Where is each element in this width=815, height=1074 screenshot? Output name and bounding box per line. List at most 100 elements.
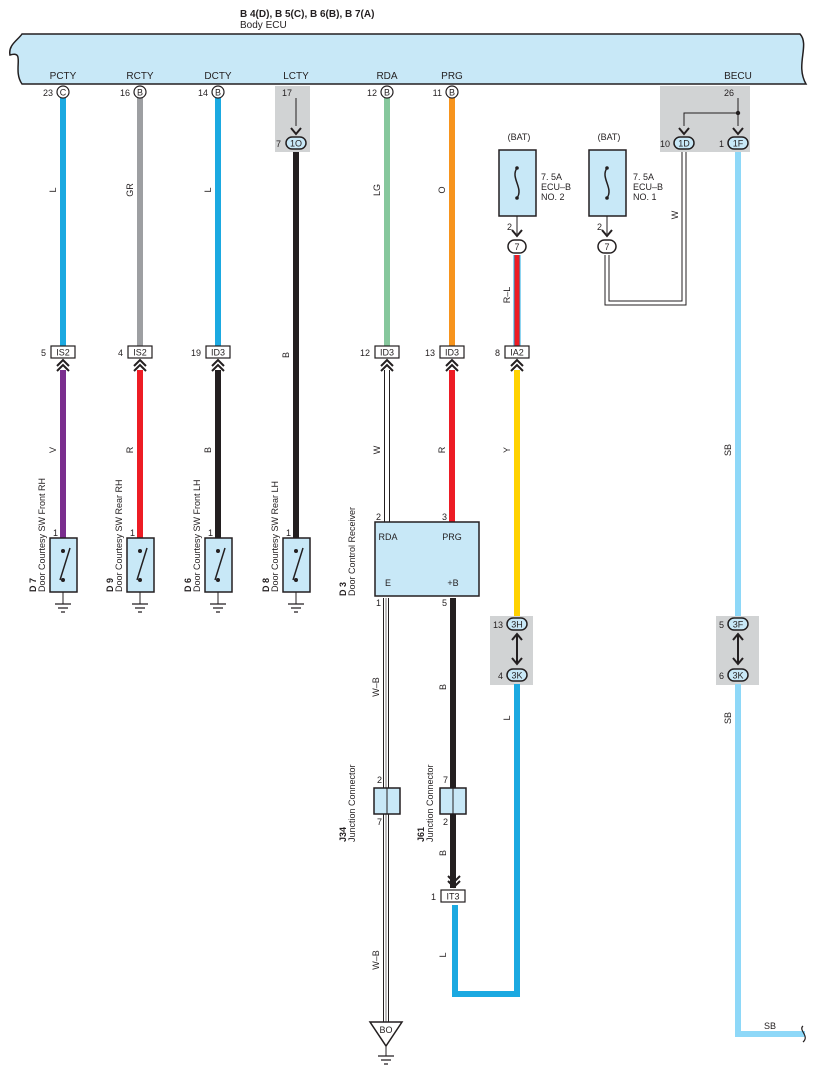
switch-d7: 1 D 7 Door Courtesy SW Front RH xyxy=(28,478,78,613)
ecu-pin-label: BECU xyxy=(724,71,752,82)
double-chevron-up-icon xyxy=(445,358,459,372)
fuse-name: NO. 2 xyxy=(541,192,565,202)
ground-icon xyxy=(55,603,71,613)
connector-name: 3F xyxy=(733,620,744,630)
ecu-connector-letter: B xyxy=(449,88,455,98)
connector-pin: 12 xyxy=(360,348,370,358)
fuse-rating: 7. 5A xyxy=(541,172,562,182)
connector-name: 7 xyxy=(514,242,519,252)
fuse-terminal xyxy=(605,196,609,200)
connector-pin: 4 xyxy=(498,671,503,681)
connector-pin: 1 xyxy=(719,139,724,149)
arrow-down-icon xyxy=(511,229,523,238)
switch-code: D 8 xyxy=(261,578,271,592)
wire-fuse2-out xyxy=(513,255,521,346)
connector-name: 3K xyxy=(511,671,522,681)
switch-code: D 6 xyxy=(183,578,193,592)
wire-code: W–B xyxy=(371,677,381,697)
receiver-terminal: RDA xyxy=(378,532,397,542)
connector-oval xyxy=(727,617,749,631)
ground-icon xyxy=(132,603,148,613)
ecu-connector-letter: B xyxy=(384,88,390,98)
ecu-pin-number: 17 xyxy=(282,88,292,98)
switch-d9: 1 D 9 Door Courtesy SW Rear RH xyxy=(105,479,155,613)
ground-bo: BO xyxy=(368,1021,404,1065)
ecu-pin-number: 12 xyxy=(367,88,377,98)
wire-code: L xyxy=(438,952,448,957)
ecu-pin-number: 16 xyxy=(120,88,130,98)
ecu-pin-label: PCTY xyxy=(50,71,77,82)
switch-name: Door Courtesy SW Rear RH xyxy=(114,479,124,592)
double-chevron-down-icon xyxy=(447,875,461,889)
wire-code: B xyxy=(281,352,291,358)
wire-code: R–L xyxy=(502,287,512,304)
wire-code: B xyxy=(438,684,448,690)
arrow-down-icon xyxy=(678,127,690,136)
wire-code: W xyxy=(670,210,680,219)
fuse-box xyxy=(498,149,537,217)
fuse-terminal xyxy=(605,166,609,170)
wire-break-icon xyxy=(801,1025,806,1043)
receiver-terminal: +B xyxy=(447,578,458,588)
ecu-pin-number: 23 xyxy=(43,88,53,98)
connector-name: ID3 xyxy=(380,348,394,358)
arrow-down-icon xyxy=(601,229,613,238)
connector-oval xyxy=(727,136,749,150)
ground-triangle-icon xyxy=(368,1021,404,1048)
connector-pin: 1 xyxy=(431,892,436,902)
connector-oval xyxy=(507,239,527,254)
fuse-icon xyxy=(604,167,610,199)
switch-name: Door Courtesy SW Front LH xyxy=(192,479,202,592)
connector-oval xyxy=(673,136,695,150)
ecu-pin-number: 14 xyxy=(198,88,208,98)
double-chevron-up-icon xyxy=(211,358,225,372)
switch-box xyxy=(282,537,311,593)
arrow-down-icon xyxy=(732,127,744,136)
ecu-pin-number: 11 xyxy=(433,88,442,98)
connector-name: 7 xyxy=(604,242,609,252)
switch-pin: 1 xyxy=(53,528,58,538)
connector-oval xyxy=(506,668,528,682)
switch-name: Door Courtesy SW Front RH xyxy=(37,478,47,592)
wire-code: L xyxy=(48,187,58,192)
connector-box xyxy=(504,345,530,359)
junction-pin: 2 xyxy=(443,817,448,827)
switch-icon xyxy=(136,547,148,581)
fuse-rating: 7. 5A xyxy=(633,172,654,182)
ecu-pin-label: LCTY xyxy=(283,71,309,82)
connector-pin: 4 xyxy=(118,348,123,358)
arrow-down-icon xyxy=(290,127,302,136)
ecu-pin-label: RCTY xyxy=(126,71,154,82)
wire-sb-end xyxy=(735,684,805,1037)
connector-box xyxy=(440,889,466,903)
ecu-pin-label: RDA xyxy=(376,71,397,82)
connector-oval xyxy=(506,617,528,631)
connector-pin: 6 xyxy=(719,671,724,681)
switch-pin: 1 xyxy=(208,528,213,538)
connector-circle xyxy=(211,85,225,99)
switch-box xyxy=(204,537,233,593)
wire-code: L xyxy=(203,187,213,192)
connector-box xyxy=(439,345,465,359)
switch-contact xyxy=(294,549,298,553)
connector-box xyxy=(374,345,400,359)
connector-pin: 7 xyxy=(276,139,281,149)
fuse-icon xyxy=(514,167,520,199)
connector-name: IA2 xyxy=(510,348,524,358)
connector-circle xyxy=(56,85,70,99)
wire-3k-l xyxy=(452,684,520,997)
connector-pin: 8 xyxy=(495,348,500,358)
connector-name: 1O xyxy=(290,139,302,149)
connector-name: ID3 xyxy=(211,348,225,358)
wire-code: L xyxy=(502,715,512,720)
connector-name: ID3 xyxy=(445,348,459,358)
receiver-box xyxy=(374,521,480,597)
wire-code: SB xyxy=(723,444,733,456)
receiver-terminal: E xyxy=(385,578,391,588)
wire-code: R xyxy=(125,446,135,453)
junction-pin: 7 xyxy=(443,775,448,785)
ecu-connector-letter: C xyxy=(60,88,67,98)
ground-icon xyxy=(378,1055,394,1065)
switch-contact xyxy=(216,549,220,553)
